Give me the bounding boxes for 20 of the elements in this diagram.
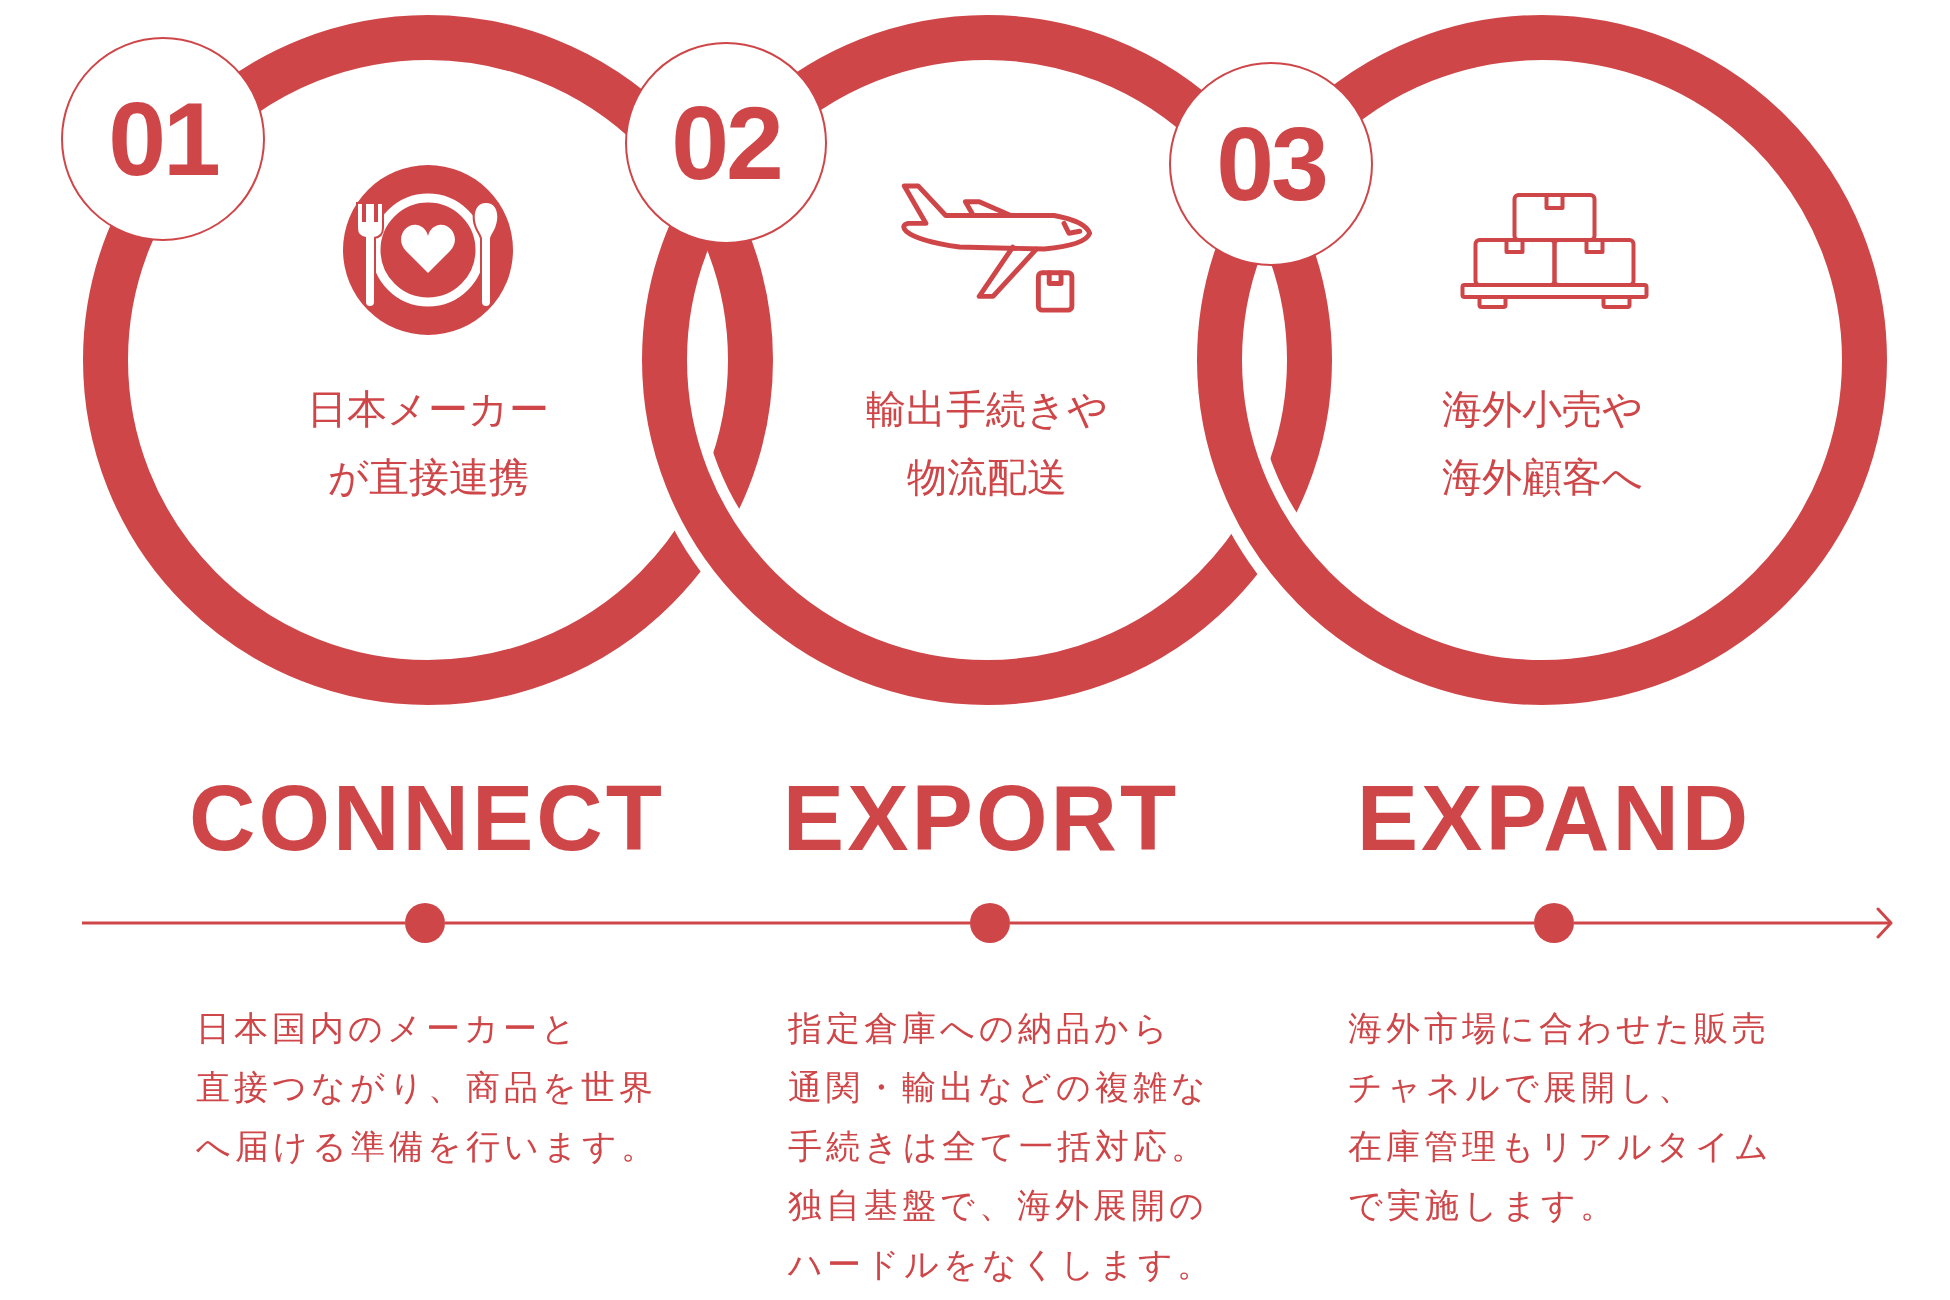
- timeline-line: [445, 921, 970, 925]
- timeline-line: [82, 921, 405, 925]
- timeline-dot: [1534, 903, 1574, 943]
- step-heading: EXPAND: [1356, 772, 1752, 864]
- step-number: 03: [1216, 112, 1326, 216]
- step-number: 01: [108, 87, 218, 191]
- timeline-dot: [405, 903, 445, 943]
- timeline-dot: [970, 903, 1010, 943]
- step-number: 02: [671, 91, 781, 195]
- ring-outline: [1197, 15, 1887, 705]
- step-caption: 輸出手続きや物流配送: [866, 385, 1108, 502]
- step-description: 日本国内のメーカーと直接つながり、商品を世界へ届ける準備を行います。: [196, 1007, 659, 1168]
- step-heading: EXPORT: [782, 772, 1180, 864]
- timeline-line: [1010, 921, 1534, 925]
- step-heading: CONNECT: [189, 772, 665, 864]
- step-caption: 海外小売や海外顧客へ: [1441, 385, 1643, 502]
- step-caption: 日本メーカーが直接連携: [307, 385, 549, 502]
- step-description: 海外市場に合わせた販売チャネルで展開し、在庫管理もリアルタイムで実施します。: [1348, 1007, 1773, 1227]
- timeline-arrow: [1574, 907, 1893, 939]
- step-description: 指定倉庫への納品から通関・輸出などの複雑な手続きは全て一括対応。独自基盤で、海外展開のハードルをなくします。: [788, 1007, 1215, 1286]
